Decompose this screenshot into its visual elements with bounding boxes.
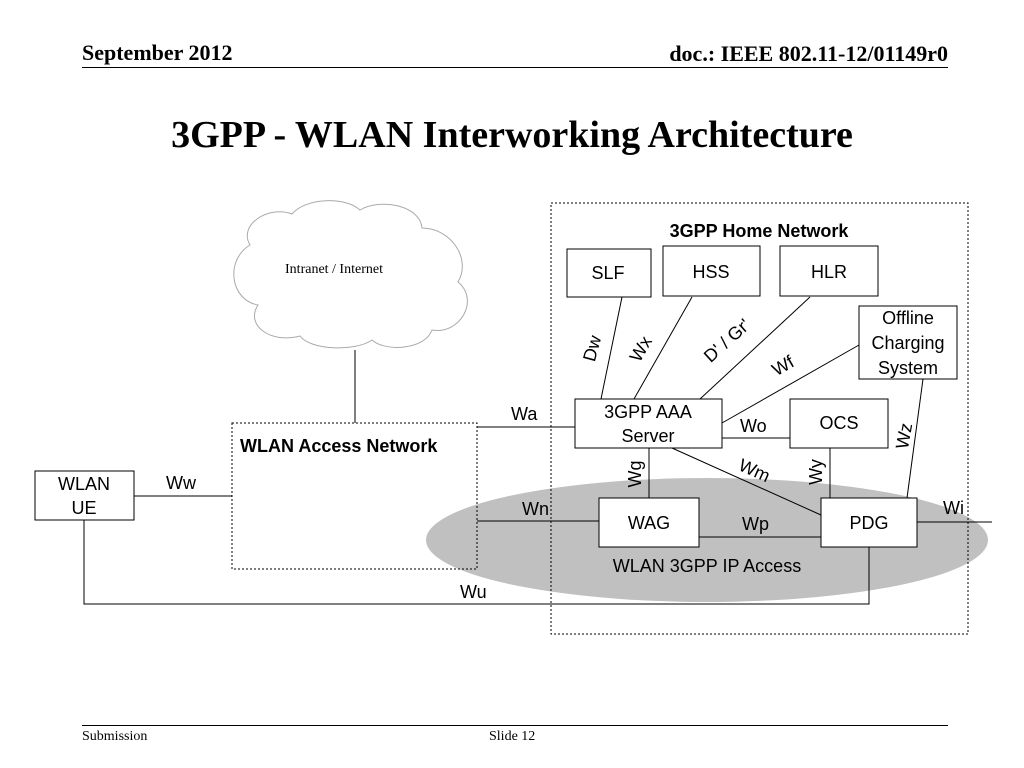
wz-label: Wz (892, 421, 916, 450)
wu-label: Wu (460, 582, 487, 602)
header-rule (82, 67, 948, 68)
dgr-line (699, 296, 811, 400)
wf-line (721, 344, 860, 424)
wx-label: Wx (626, 333, 656, 366)
aaa-server-box (574, 398, 723, 449)
header-date: September 2012 (82, 40, 233, 65)
home-network-boundary (550, 202, 969, 635)
header-doc-number: doc.: IEEE 802.11-12/01149r0 (669, 41, 948, 66)
wz-line (906, 378, 924, 499)
wa-label: Wa (511, 404, 538, 424)
internet-cloud (233, 200, 468, 349)
aaa-server-label-1: 3GPP AAA (604, 402, 692, 422)
wf-label: Wf (768, 351, 798, 380)
dw-label: Dw (579, 332, 605, 363)
hlr-box (779, 245, 879, 297)
wag-label: WAG (628, 513, 670, 533)
cloud-label: Intranet / Internet (285, 262, 383, 277)
hss-box (662, 245, 761, 297)
wn-label: Wn (522, 499, 549, 519)
wm-line (671, 447, 822, 516)
dgr-label: D' / Gr' (700, 315, 754, 367)
offline-charging-label-2: Charging (871, 333, 944, 353)
ww-label: Ww (166, 473, 197, 493)
pdg-box (820, 497, 918, 548)
footer-slide-number: Slide 12 (489, 729, 536, 744)
slide-title: 3GPP - WLAN Interworking Architecture (171, 114, 853, 156)
slf-label: SLF (591, 263, 624, 283)
offline-charging-box (858, 305, 958, 380)
home-network-label: 3GPP Home Network (670, 221, 850, 241)
wo-label: Wo (740, 416, 767, 436)
slf-box (566, 248, 652, 298)
wu-line (83, 520, 870, 605)
pdg-label: PDG (849, 513, 888, 533)
wlan-ue-box (34, 470, 135, 521)
wg-label: Wg (625, 461, 645, 488)
wx-line (633, 296, 693, 400)
offline-charging-label-3: System (878, 358, 938, 378)
hss-label: HSS (692, 262, 729, 282)
access-network-label: WLAN Access Network (240, 436, 438, 456)
offline-charging-label-1: Offline (882, 308, 934, 328)
hlr-label: HLR (811, 262, 847, 282)
wag-box (598, 497, 700, 548)
ocs-label: OCS (819, 413, 858, 433)
wi-label: Wi (943, 498, 964, 518)
dw-line (600, 296, 623, 400)
wlan-ue-label-1: WLAN (58, 474, 110, 494)
wp-label: Wp (742, 514, 769, 534)
footer-rule (82, 725, 948, 726)
aaa-server-label-2: Server (621, 426, 674, 446)
connection-lines (83, 296, 992, 605)
ip-access-label: WLAN 3GPP IP Access (613, 556, 801, 576)
footer-submission: Submission (82, 729, 148, 744)
wy-label: Wy (806, 459, 826, 485)
wlan-ue-label-2: UE (71, 498, 96, 518)
ocs-box (789, 398, 889, 449)
